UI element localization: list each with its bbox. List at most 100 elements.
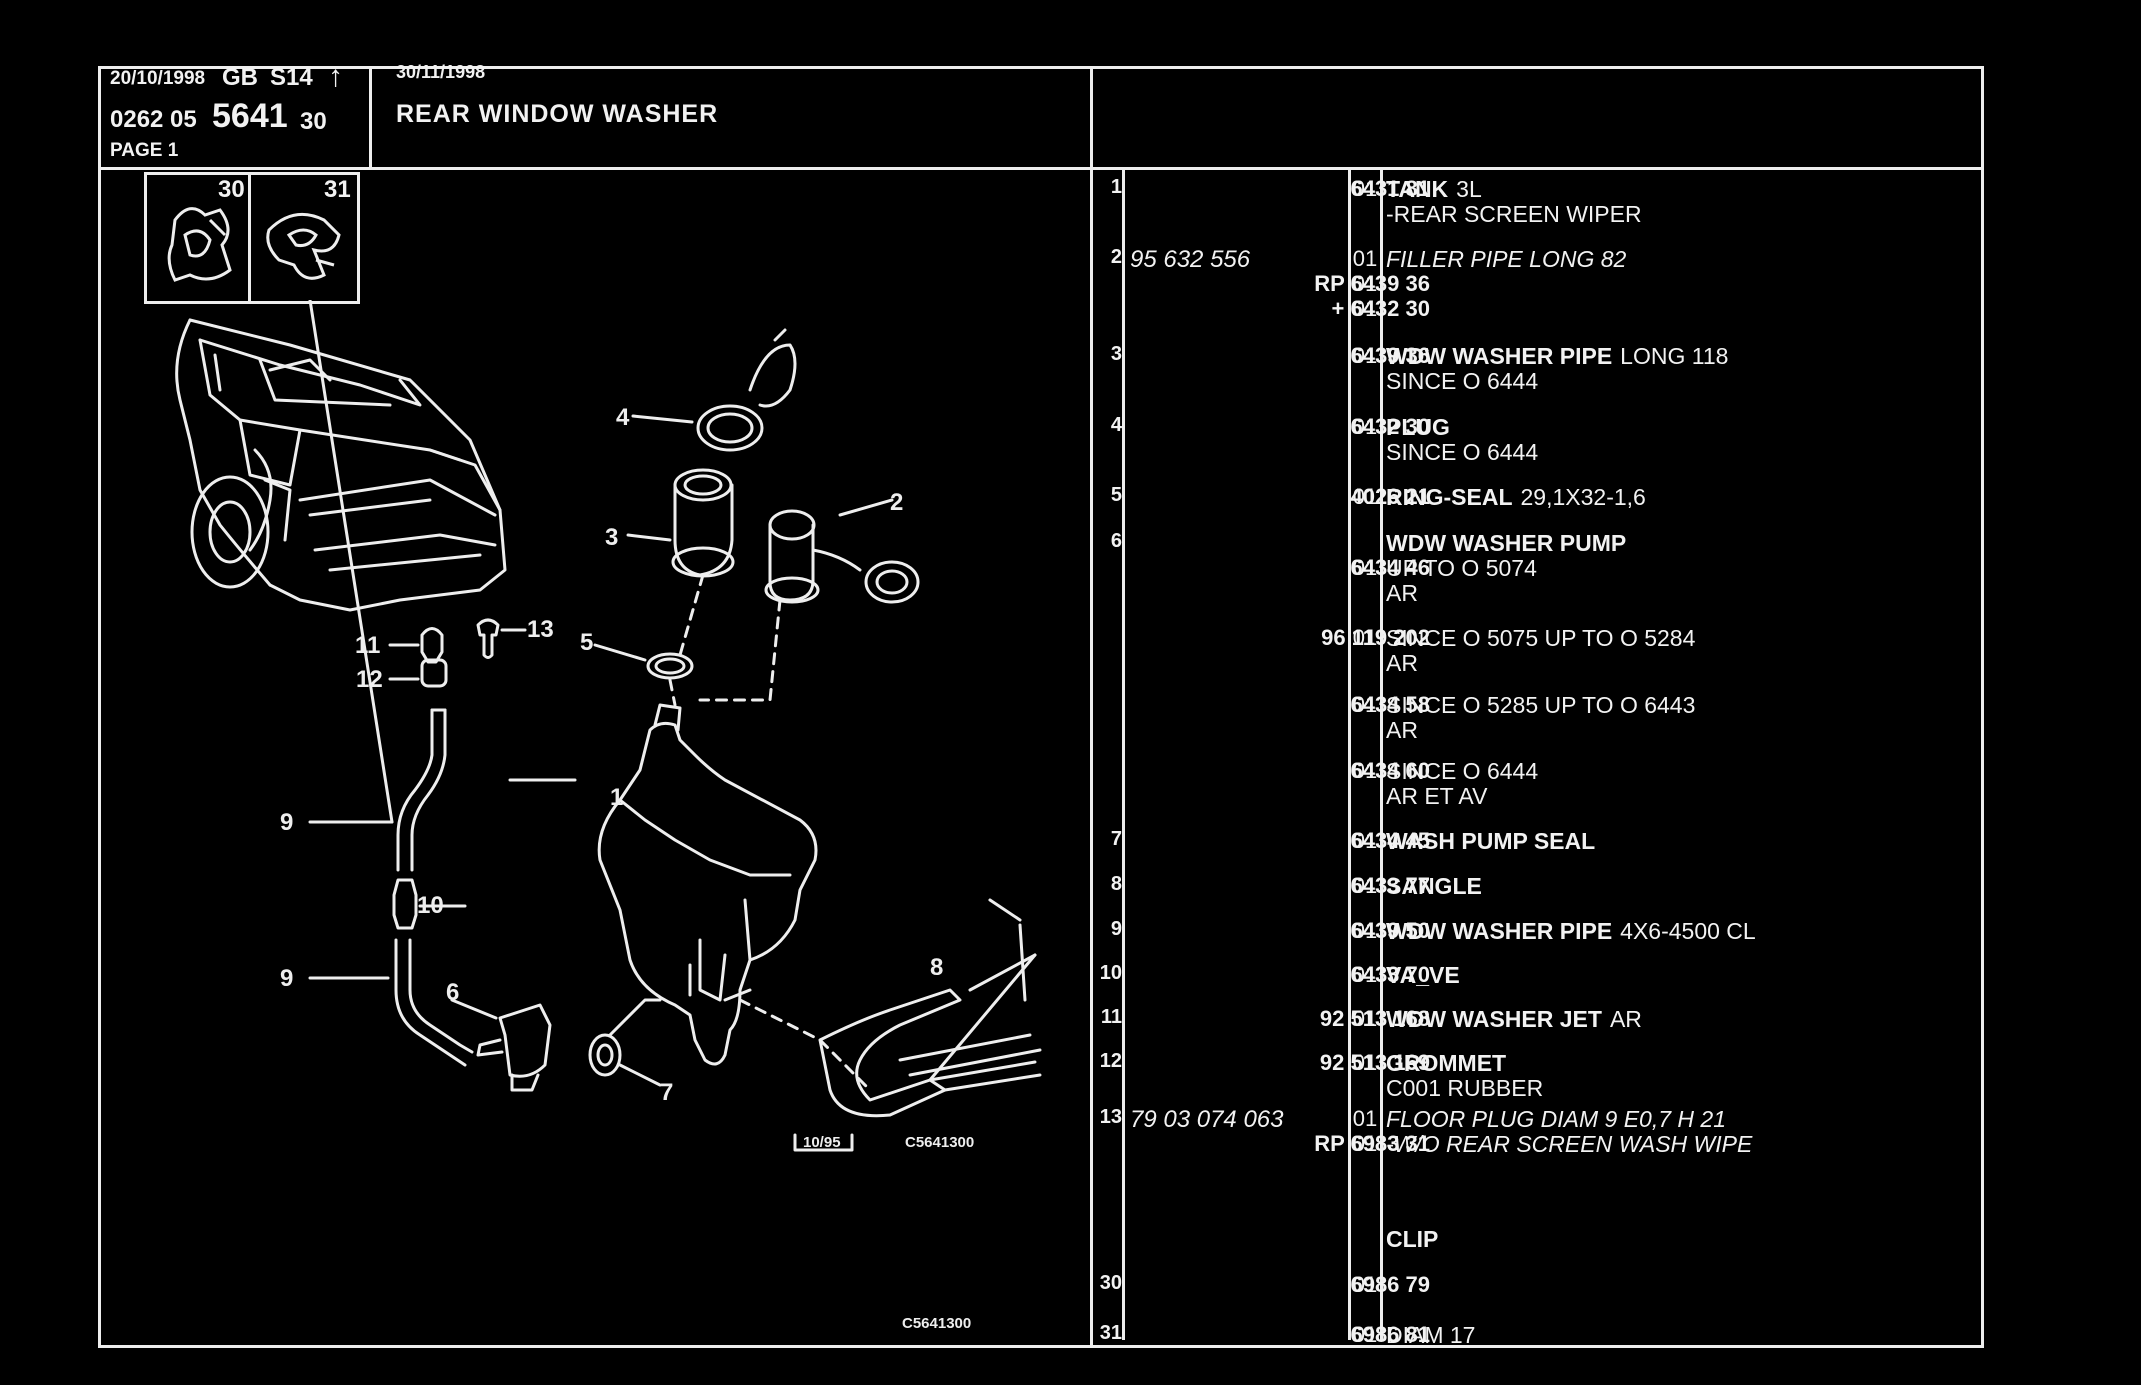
part-quantity: 01 — [1352, 271, 1378, 296]
part-reference: 6433 77 — [1350, 873, 1430, 898]
part-quantity: 01 — [1352, 625, 1378, 650]
part-note: UP TO O 5074 — [1386, 555, 1537, 581]
col-line-qty-left — [1348, 168, 1351, 1340]
part-description: SINCE O 6444 — [1386, 758, 1538, 785]
part-item-number: 31 — [1099, 1322, 1122, 1344]
part-reference: 4026 21 — [1350, 484, 1430, 509]
part-quantity: 01 — [1352, 1131, 1378, 1156]
part-quantity: 01 — [1352, 1272, 1378, 1297]
part-reference: 6431 81 — [1350, 176, 1430, 201]
part-note: SINCE O 5075 UP TO O 5284 — [1386, 625, 1696, 651]
part-spec: 3L — [1456, 176, 1482, 202]
part-name: TANK — [1386, 176, 1449, 202]
part-reference: 6433 70 — [1350, 962, 1430, 987]
exploded-diagram: 1 2 3 4 5 6 7 8 9 9 10 11 12 13 10/95 C5… — [175, 300, 1042, 1332]
part-description: -REAR SCREEN WIPER — [1386, 201, 1642, 228]
part-name: WDW WASHER PIPE — [1386, 918, 1613, 944]
part-description: WDW WASHER PUMP — [1386, 530, 1626, 557]
callout-9a: 9 — [280, 809, 293, 836]
part-reference: 6439 50 — [1350, 918, 1430, 943]
part-item-number: 6 — [1110, 530, 1122, 552]
part-reference: 6434 58 — [1350, 692, 1430, 717]
header-col-divider — [369, 66, 372, 169]
part-note: SINCE O 5285 UP TO O 6443 — [1386, 692, 1696, 718]
part-description: SINCE O 6444 — [1386, 368, 1538, 395]
footer-code: C5641300 — [902, 1315, 971, 1332]
part-description: SINCE O 5075 UP TO O 5284 — [1386, 625, 1695, 652]
part-reference: 6434 60 — [1350, 758, 1430, 783]
header-date1: 20/10/1998 — [110, 68, 206, 89]
part-name: SANGLE — [1386, 873, 1482, 899]
clip-30-icon — [167, 207, 232, 282]
part-description: SINCE O 5285 UP TO O 6443 — [1386, 692, 1695, 719]
part-quantity: 01 — [1352, 414, 1378, 439]
clip-31-icon — [266, 212, 341, 280]
part-quantity: 01 — [1352, 1006, 1378, 1031]
part-quantity: 01 — [1352, 873, 1378, 898]
part-description: PLUG — [1386, 414, 1450, 441]
part-description: FILLER PIPE LONG 82 — [1386, 246, 1626, 273]
callout-12: 12 — [356, 666, 383, 693]
part-description: UP TO O 5074 — [1386, 555, 1537, 582]
callout-7: 7 — [660, 1079, 673, 1106]
col-line-qty-right — [1380, 168, 1383, 1340]
part-item-number: 9 — [1110, 918, 1122, 940]
part-quantity: 01 — [1352, 343, 1378, 368]
part-name: CLIP — [1386, 1226, 1439, 1252]
part-item-number: 5 — [1110, 484, 1122, 506]
part-description: GROMMET — [1386, 1050, 1506, 1077]
part-description: SINCE O 6444 — [1386, 439, 1538, 466]
part-note: SINCE O 6444 — [1386, 758, 1539, 784]
stamp-date: 10/95 — [803, 1134, 841, 1151]
part-description: AR — [1386, 580, 1418, 607]
part-reference: 92 513 169 — [1319, 1050, 1430, 1075]
part-note: SINCE O 6444 — [1386, 439, 1539, 465]
callout-3: 3 — [605, 524, 618, 551]
part-quantity: 01 — [1352, 918, 1378, 943]
part-note: -REAR SCREEN WIPER — [1386, 201, 1642, 227]
part-note: AR — [1386, 650, 1418, 676]
part-description: AR — [1386, 650, 1418, 677]
part-quantity: 01 — [1352, 962, 1378, 987]
part-spec: LONG 118 — [1620, 343, 1729, 369]
part-quantity: 01 — [1352, 296, 1378, 321]
part-item-number: 8 — [1110, 873, 1122, 895]
arrow-up-icon: ↑ — [328, 60, 343, 93]
part-name: -W/O REAR SCREEN WASH WIPE — [1386, 1131, 1753, 1157]
part-reference: 6434 45 — [1350, 828, 1430, 853]
header-series: S14 — [270, 64, 313, 91]
part-note: SINCE O 6444 — [1386, 368, 1539, 394]
diagram-ref-code: C5641300 — [905, 1134, 974, 1151]
header-lang: GB — [222, 64, 258, 91]
part-item-number: 3 — [1110, 343, 1122, 365]
part-item-number: 12 — [1099, 1050, 1122, 1072]
part-name: WDW WASHER PUMP — [1386, 530, 1627, 556]
part-note: AR ET AV — [1386, 783, 1488, 809]
part-reference: RP 6439 36 — [1314, 271, 1430, 296]
header-date2: 30/11/1998 — [396, 62, 486, 82]
page-frame — [98, 66, 1984, 1348]
part-description: FLOOR PLUG DIAM 9 E0,7 H 21 — [1386, 1106, 1726, 1133]
header-doc-number: 5641 — [212, 97, 288, 135]
col-line-item — [1122, 168, 1125, 1340]
part-reference: RP 6983 31 — [1314, 1131, 1430, 1156]
part-name: WASH PUMP SEAL — [1386, 828, 1596, 854]
part-reference: 95 632 556 — [1130, 246, 1251, 273]
part-quantity: 01 — [1352, 692, 1378, 717]
inset-box — [144, 172, 360, 304]
part-description: CLIP — [1386, 1226, 1438, 1253]
callout-5: 5 — [580, 629, 593, 656]
part-name: FILLER PIPE LONG 82 — [1386, 246, 1627, 272]
page-title: REAR WINDOW WASHER — [396, 100, 719, 128]
part-reference: 6439 36 — [1350, 343, 1430, 368]
part-name: FLOOR PLUG DIAM 9 E0,7 H 21 — [1386, 1106, 1727, 1132]
part-description: C001 RUBBER — [1386, 1075, 1543, 1102]
part-item-number: 1 — [1110, 176, 1122, 198]
part-reference: + 6432 30 — [1331, 296, 1430, 321]
header-doc-suffix: 30 — [300, 108, 327, 135]
part-reference: 6434 46 — [1350, 555, 1430, 580]
part-reference: 6986 81 — [1350, 1322, 1430, 1347]
main-col-divider — [1090, 66, 1093, 1348]
